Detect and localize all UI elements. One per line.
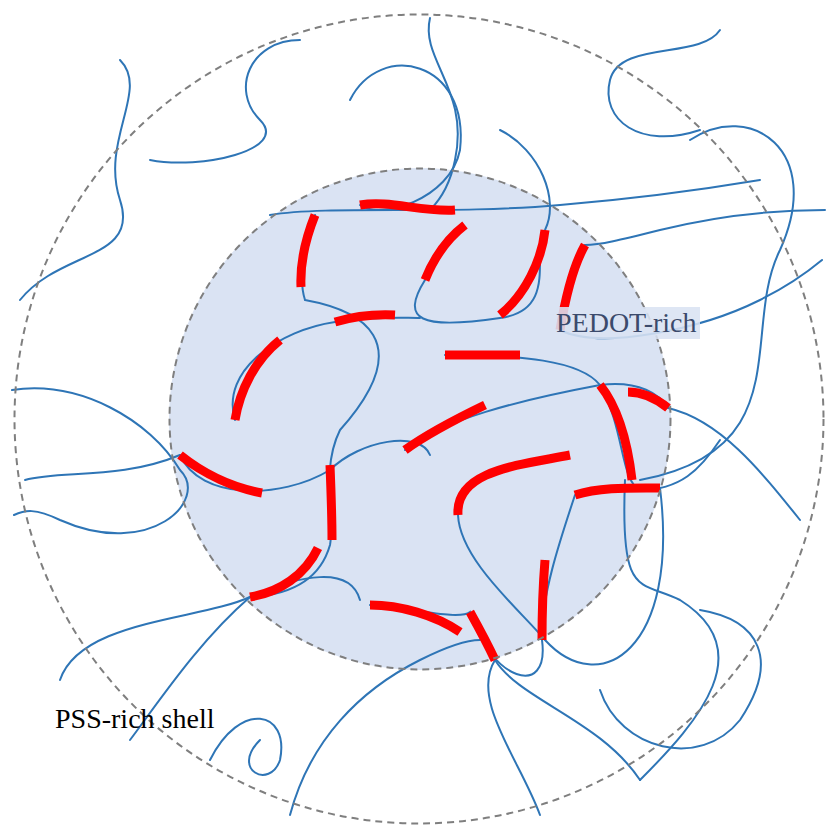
region-label: PEDOT-rich [553,307,700,339]
shell-circle: PSS-rich shell PEDOT-rich [13,13,825,825]
region-label: PSS-rich shell [52,703,217,735]
core-circle: PEDOT-rich [168,167,672,671]
dashed-circle [170,169,671,670]
dashed-circle [15,15,824,824]
pss-chains [12,18,825,815]
dashed-outline [168,167,672,671]
pedot-segments [180,204,668,660]
